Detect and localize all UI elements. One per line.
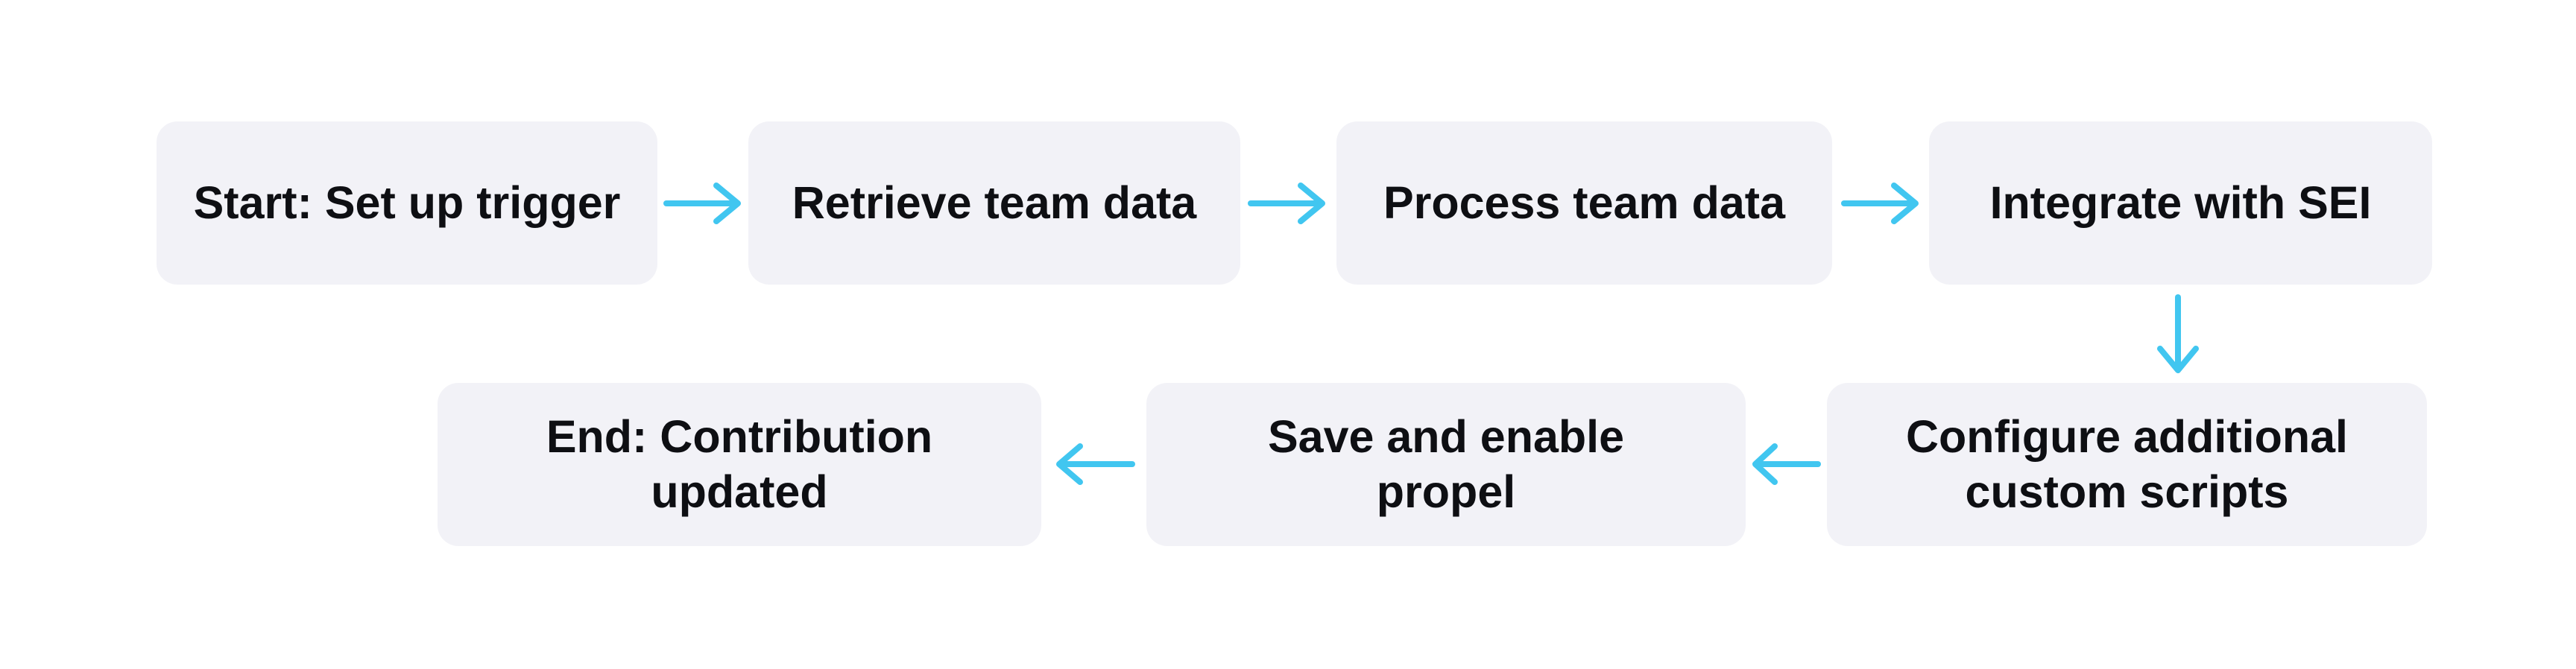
flow-node-label: Start: Set up trigger [193, 177, 621, 228]
arrow-right-icon [1840, 180, 1921, 227]
flow-node-retrieve-team-data: Retrieve team data [748, 121, 1240, 285]
flow-node-configure-custom-scripts: Configure additional custom scripts [1827, 383, 2427, 546]
arrow-left-icon [1750, 440, 1822, 488]
arrow-left-icon [1052, 440, 1136, 488]
flow-node-start: Start: Set up trigger [157, 121, 657, 285]
flow-node-label: End: Contribution updated [546, 411, 933, 517]
arrow-down-icon [2154, 294, 2202, 375]
flow-node-label: Process team data [1383, 177, 1786, 228]
flow-node-integrate-with-sei: Integrate with SEI [1929, 121, 2432, 285]
flow-node-process-team-data: Process team data [1336, 121, 1832, 285]
flow-node-label: Save and enable propel [1267, 411, 1625, 517]
arrow-right-icon [663, 180, 743, 227]
flow-node-label: Retrieve team data [792, 177, 1197, 228]
flow-node-end: End: Contribution updated [438, 383, 1041, 546]
arrow-right-icon [1247, 180, 1328, 227]
flow-node-save-and-enable-propel: Save and enable propel [1146, 383, 1746, 546]
flow-node-label: Integrate with SEI [1989, 177, 2372, 228]
flow-node-label: Configure additional custom scripts [1905, 411, 2349, 517]
